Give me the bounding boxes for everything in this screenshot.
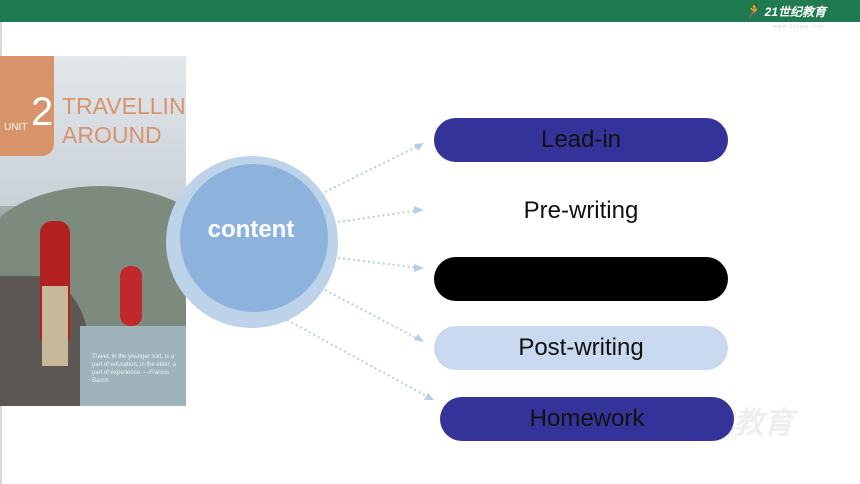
- arrow-2: [337, 209, 421, 223]
- logo-text: 21世纪教育: [764, 4, 826, 19]
- item-homework-label: Homework: [529, 405, 645, 432]
- cover-quote: Travel, in the younger sort, is a part o…: [92, 354, 177, 384]
- item-homework[interactable]: Homework: [440, 397, 734, 441]
- cover-title-line2: AROUND: [62, 122, 162, 148]
- arrow-1: [324, 144, 421, 193]
- item-pre-writing[interactable]: Pre-writing: [434, 189, 728, 233]
- header-bar: 🏃 21世纪教育: [0, 0, 860, 22]
- content-circle: [180, 164, 328, 312]
- arrow-5: [264, 307, 431, 399]
- brand-logo: 🏃 21世纪教育: [744, 1, 826, 21]
- item-post-writing-label: Post-writing: [518, 334, 644, 361]
- cover-title-line1: TRAVELLING: [62, 93, 186, 119]
- item-lead-in-label: Lead-in: [540, 126, 622, 153]
- arrow-3: [337, 257, 421, 269]
- unit-number: 2: [31, 90, 54, 134]
- item-pre-writing-label: Pre-writing: [523, 197, 639, 224]
- unit-word: UNIT: [4, 122, 28, 133]
- runner-icon: 🏃: [744, 2, 762, 19]
- cover-title: TRAVELLING AROUND: [62, 92, 186, 150]
- content-label: content: [207, 216, 295, 243]
- item-lead-in[interactable]: Lead-in: [434, 118, 728, 162]
- logo-subtext: www.21cnjy.com: [773, 24, 824, 30]
- arrow-4: [324, 289, 421, 341]
- item-blank[interactable]: [434, 257, 728, 301]
- book-cover-image: UNIT 2 TRAVELLING AROUND Travel, in the …: [0, 56, 186, 406]
- unit-tab: [0, 56, 54, 156]
- item-post-writing[interactable]: Post-writing: [434, 326, 728, 370]
